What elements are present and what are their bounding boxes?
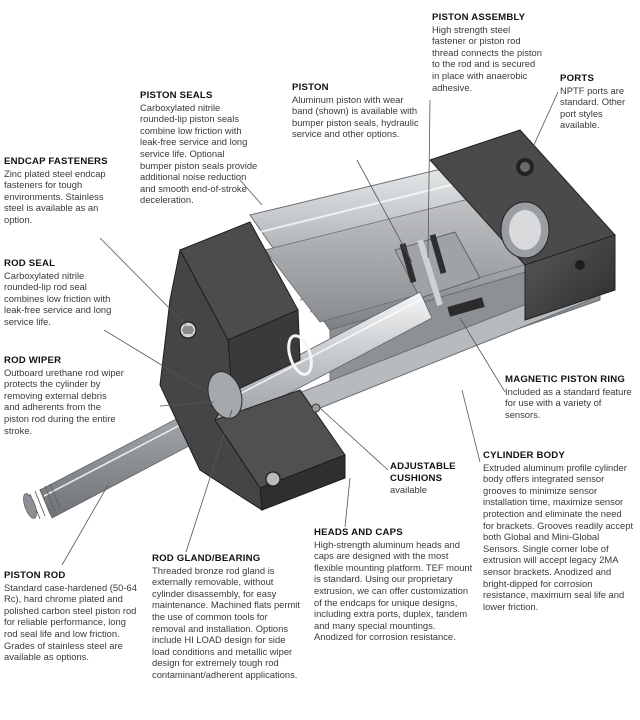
callout-text: available	[390, 484, 428, 496]
callout-rod-seal: ROD SEAL Carboxylated nitrile rounded-li…	[4, 258, 122, 328]
callout-text: Outboard urethane rod wiper protects the…	[4, 366, 124, 436]
callout-title: PISTON ROD	[4, 570, 66, 581]
callout-piston-seals: PISTON SEALS Carboxylated nitrile rounde…	[140, 90, 258, 206]
callout-title: ROD SEAL	[4, 258, 56, 269]
callout-text: Extruded aluminum profile cylinder body …	[483, 461, 634, 612]
callout-title: ROD WIPER	[4, 355, 62, 366]
callout-piston: PISTON Aluminum piston with wear band (s…	[292, 82, 420, 140]
callout-text: High strength steel fastener or piston r…	[432, 23, 542, 93]
callout-ports: PORTS NPTF ports are standard. Other por…	[560, 73, 636, 131]
callout-magnetic-piston-ring: MAGNETIC PISTON RING Included as a stand…	[505, 374, 637, 420]
callout-piston-assembly: PISTON ASSEMBLY High strength steel fast…	[432, 12, 542, 93]
callout-piston-rod: PISTON ROD Standard case-hardened (50-64…	[4, 570, 138, 663]
callout-title: HEADS AND CAPS	[314, 527, 403, 538]
callout-title: PORTS	[560, 73, 595, 84]
callout-title: PISTON SEALS	[140, 90, 213, 101]
callout-title: PISTON ASSEMBLY	[432, 12, 526, 23]
callout-text: NPTF ports are standard. Other port styl…	[560, 84, 626, 131]
callout-text: Carboxylated nitrile rounded-lip rod sea…	[4, 269, 112, 327]
callout-endcap-fasteners: ENDCAP FASTENERS Zinc plated steel endca…	[4, 156, 116, 226]
callout-rod-gland-bearing: ROD GLAND/BEARING Threaded bronze rod gl…	[152, 553, 300, 681]
front-head-shape	[159, 221, 346, 511]
piston-shape	[394, 231, 485, 317]
rear-cap-shape	[429, 129, 616, 321]
callout-adjustable-cushions: ADJUSTABLE CUSHIONS available	[390, 461, 470, 496]
callout-text: Carboxylated nitrile rounded-lip piston …	[140, 101, 258, 206]
magnetic-ring-shape	[447, 297, 485, 317]
leader-lines	[61, 91, 559, 566]
callout-title: ROD GLAND/BEARING	[152, 553, 261, 564]
callout-cylinder-body: CYLINDER BODY Extruded aluminum profile …	[483, 450, 635, 612]
callout-title: ENDCAP FASTENERS	[4, 156, 108, 167]
callout-text: Zinc plated steel endcap fasteners for t…	[4, 167, 106, 225]
callout-text: Standard case-hardened (50-64 Rc), hard …	[4, 581, 137, 663]
callout-title: PISTON	[292, 82, 329, 93]
callout-title: MAGNETIC PISTON RING	[505, 374, 626, 385]
callout-title: CYLINDER BODY	[483, 450, 566, 461]
callout-rod-wiper: ROD WIPER Outboard urethane rod wiper pr…	[4, 355, 124, 436]
callout-title: ADJUSTABLE CUSHIONS	[390, 461, 456, 484]
callout-heads-and-caps: HEADS AND CAPS High-strength aluminum he…	[314, 527, 474, 643]
callout-text: Included as a standard feature for use w…	[505, 385, 632, 420]
callout-text: High-strength aluminum heads and caps ar…	[314, 538, 473, 643]
callout-text: Aluminum piston with wear band (shown) i…	[292, 93, 419, 140]
callout-text: Threaded bronze rod gland is externally …	[152, 564, 300, 680]
rod-gland-shape	[207, 371, 243, 419]
